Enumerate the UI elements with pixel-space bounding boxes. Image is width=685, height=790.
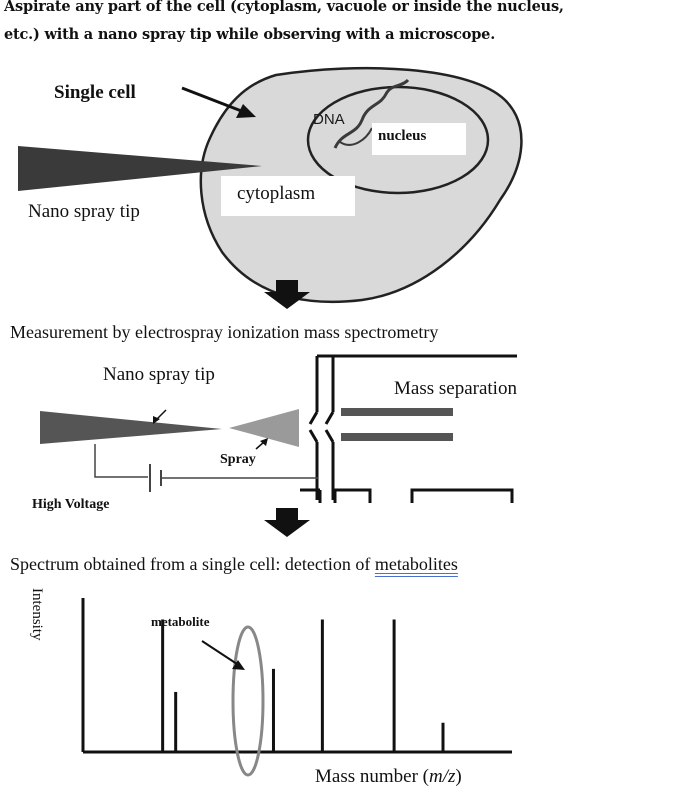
spectrum-plot bbox=[81, 598, 512, 777]
inlet-plate-left-bend-lower bbox=[308, 429, 319, 443]
x-label-prefix: Mass number ( bbox=[315, 766, 429, 787]
tip-pointer-head bbox=[153, 416, 160, 424]
spray-pointer-head bbox=[260, 438, 268, 446]
down-arrow-1 bbox=[264, 280, 310, 309]
esi-section-title: Measurement by electrospray ionization m… bbox=[10, 322, 439, 342]
hv-wire-left bbox=[94, 444, 148, 478]
high-voltage-label: High Voltage bbox=[32, 497, 110, 512]
spray-label: Spray bbox=[220, 452, 256, 467]
dna-strand-2 bbox=[339, 127, 373, 146]
nucleus-label-bg bbox=[372, 123, 466, 155]
cell-nano-spray-tip bbox=[18, 146, 262, 191]
header-line-1: Aspirate any part of the cell (cytoplasm… bbox=[4, 0, 564, 15]
single-cell-label: Single cell bbox=[54, 82, 136, 103]
metabolite-label: metabolite bbox=[151, 614, 210, 629]
cell-nano-spray-tip-label: Nano spray tip bbox=[28, 201, 140, 222]
spectrum-y-axis-label: Intensity bbox=[29, 588, 45, 641]
inlet-plate-left-bend-upper bbox=[308, 411, 319, 425]
cytoplasm-label-bg bbox=[221, 176, 355, 216]
mass-separation-rod-lower bbox=[341, 433, 453, 441]
spectrum-x-axis-label: Mass number (m/z) bbox=[315, 766, 462, 788]
inlet-plate-right-bend-upper bbox=[324, 411, 335, 425]
metabolite-arrowhead bbox=[232, 660, 245, 670]
nucleus-label: nucleus bbox=[378, 128, 427, 144]
esi-nano-spray-tip bbox=[40, 411, 222, 444]
spectrum-title-text: Spectrum obtained from a single cell: de… bbox=[10, 554, 375, 574]
x-label-mz: m/z bbox=[428, 766, 456, 787]
single-cell-arrow-line bbox=[181, 86, 245, 114]
dna-strand bbox=[333, 78, 410, 149]
single-cell-arrowhead bbox=[236, 104, 256, 118]
esi-nano-spray-tip-label: Nano spray tip bbox=[103, 364, 215, 385]
header-line-2: etc.) with a nano spray tip while observ… bbox=[4, 26, 496, 43]
bottom-bracket-2 bbox=[333, 488, 372, 503]
spectrum-section-title: Spectrum obtained from a single cell: de… bbox=[10, 554, 458, 575]
metabolite-arrow-line bbox=[201, 640, 238, 665]
x-label-suffix: ) bbox=[455, 766, 462, 787]
down-arrow-2 bbox=[264, 508, 310, 537]
spray-cone bbox=[229, 409, 299, 447]
inlet-plate-right-bend-lower bbox=[324, 429, 335, 443]
bottom-bracket-3 bbox=[410, 488, 514, 503]
metabolite-highlight-ellipse bbox=[231, 625, 265, 777]
mass-separation-rod-upper bbox=[341, 408, 453, 416]
metabolites-link[interactable]: metabolites bbox=[374, 554, 458, 574]
mass-separation-label: Mass separation bbox=[394, 378, 517, 399]
dna-label: DNA bbox=[313, 111, 345, 128]
cytoplasm-label: cytoplasm bbox=[237, 183, 316, 204]
